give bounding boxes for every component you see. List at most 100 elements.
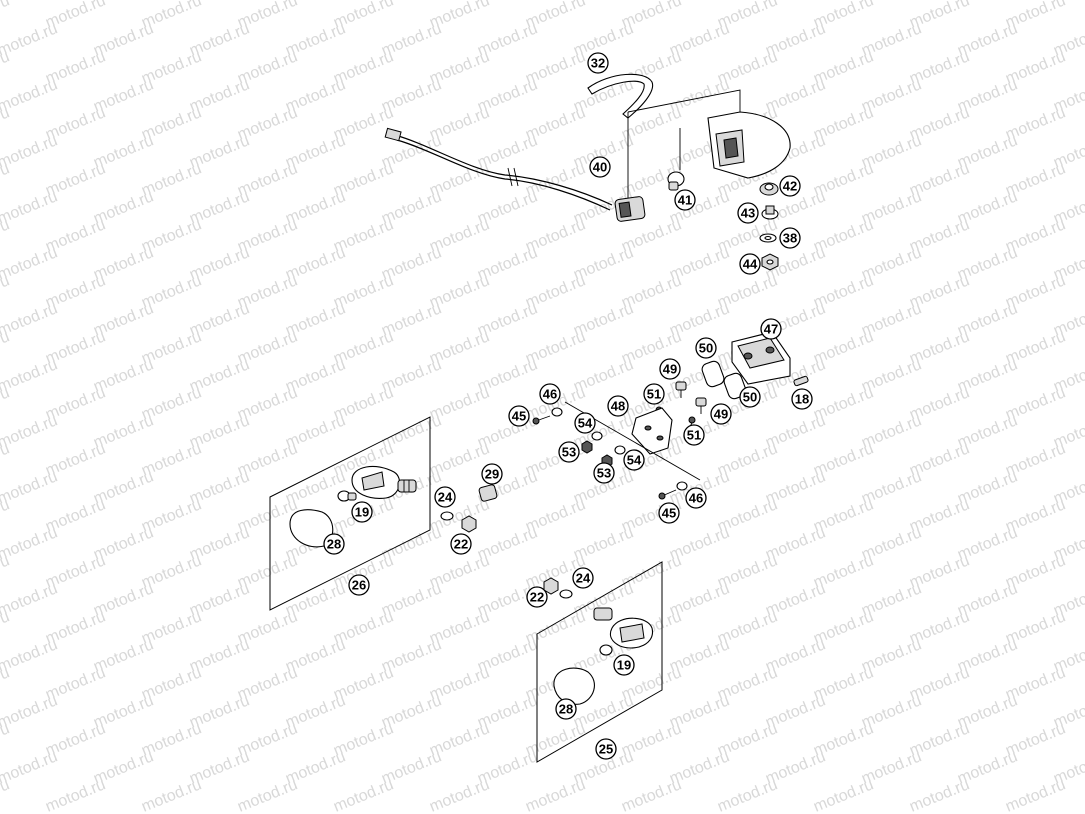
svg-text:49: 49 — [663, 362, 677, 377]
small-bulb-part — [793, 375, 809, 387]
left-flasher-kit-frame — [269, 416, 431, 611]
watermark-text: motod.ru — [427, 776, 492, 814]
callout-49: 49 — [659, 358, 681, 380]
callout-41: 41 — [674, 189, 696, 211]
watermark-text: motod.ru — [0, 468, 60, 507]
callout-40: 40 — [589, 156, 611, 178]
watermark-text: motod.ru — [235, 776, 300, 814]
svg-text:19: 19 — [355, 505, 369, 520]
svg-text:46: 46 — [689, 491, 703, 506]
callout-28: 28 — [323, 533, 345, 555]
callout-44: 44 — [739, 253, 761, 275]
bulb-socket-part — [614, 196, 646, 222]
callout-54: 54 — [574, 412, 596, 434]
watermark-text: motod.ru — [907, 776, 972, 814]
callout-54: 54 — [623, 449, 645, 471]
watermark-text: motod.ru — [1003, 776, 1068, 814]
watermark-text: motod.ru — [811, 776, 876, 814]
bolt-part — [532, 415, 677, 500]
watermark-text: motod.ru — [0, 356, 60, 395]
indicator-housing-part — [351, 465, 417, 499]
license-light-part — [731, 331, 791, 385]
svg-text:19: 19 — [617, 658, 631, 673]
svg-text:28: 28 — [327, 537, 341, 552]
callout-45: 45 — [508, 405, 530, 427]
svg-text:22: 22 — [530, 590, 544, 605]
tail-light-housing-part — [707, 111, 791, 179]
watermark-text: motod.ru — [43, 776, 108, 814]
svg-text:43: 43 — [741, 206, 755, 221]
watermark-text: motod.ru — [715, 776, 780, 814]
leader-line — [627, 89, 741, 113]
svg-text:48: 48 — [611, 399, 625, 414]
callout-18: 18 — [791, 388, 813, 410]
adapter-part — [478, 484, 498, 502]
svg-text:54: 54 — [578, 416, 593, 431]
callout-22: 22 — [526, 586, 548, 608]
svg-text:50: 50 — [699, 341, 713, 356]
callout-50: 50 — [739, 386, 761, 408]
callout-38: 38 — [779, 227, 801, 249]
callout-19: 19 — [351, 501, 373, 523]
sealing-strip-part — [587, 73, 654, 119]
washer-part — [440, 511, 454, 521]
right-flasher-kit-frame — [536, 561, 663, 763]
svg-text:51: 51 — [687, 428, 701, 443]
svg-text:44: 44 — [743, 257, 758, 272]
svg-text:41: 41 — [678, 193, 692, 208]
watermark-text: motod.ru — [619, 776, 684, 814]
watermark-text: motod.ru — [0, 636, 60, 675]
svg-text:49: 49 — [714, 407, 728, 422]
svg-text:40: 40 — [593, 160, 607, 175]
svg-text:29: 29 — [485, 467, 499, 482]
svg-text:45: 45 — [512, 409, 526, 424]
callout-49: 49 — [710, 403, 732, 425]
rubber-spacer-part — [701, 360, 747, 400]
indicator-bulb-part — [599, 644, 613, 656]
spacer-part — [761, 205, 779, 220]
svg-text:18: 18 — [795, 392, 809, 407]
callout-45: 45 — [658, 502, 680, 524]
watermark-text: motod.ru — [0, 188, 60, 227]
callout-47: 47 — [760, 318, 782, 340]
callout-51: 51 — [643, 383, 665, 405]
indicator-lens-part — [553, 667, 595, 705]
screw-part — [675, 381, 707, 414]
washer-part — [759, 233, 777, 243]
callout-25: 25 — [595, 738, 617, 760]
svg-text:45: 45 — [662, 506, 676, 521]
watermark-text: motod.ru — [0, 412, 60, 451]
callout-46: 46 — [685, 487, 707, 509]
callout-24: 24 — [434, 486, 456, 508]
indicator-lens-part — [289, 509, 334, 548]
callout-53: 53 — [558, 441, 580, 463]
bulb-part — [667, 171, 685, 191]
watermark-text: motod.ru — [523, 776, 588, 814]
watermark-text: motod.ru — [0, 20, 60, 59]
washer-part — [551, 407, 688, 491]
watermark-text: motod.ru — [0, 692, 60, 731]
nut-part — [461, 515, 477, 533]
svg-text:32: 32 — [591, 56, 605, 71]
watermark-text: motod.ru — [0, 244, 60, 283]
callout-24: 24 — [572, 567, 594, 589]
svg-text:51: 51 — [647, 387, 661, 402]
watermark-text: motod.ru — [331, 776, 396, 814]
cable-harness-part — [384, 127, 613, 211]
watermark-text: motod.ru — [139, 776, 204, 814]
watermark-text: motod.ru — [0, 580, 60, 619]
watermark-text: motod.ru — [0, 0, 12, 32]
callout-51: 51 — [683, 424, 705, 446]
svg-text:47: 47 — [764, 322, 778, 337]
svg-text:28: 28 — [559, 702, 573, 717]
callout-29: 29 — [481, 463, 503, 485]
callout-50: 50 — [695, 337, 717, 359]
svg-text:53: 53 — [597, 466, 611, 481]
washer-part — [559, 589, 573, 599]
watermark-text: motod.ru — [0, 300, 60, 339]
svg-text:24: 24 — [576, 571, 591, 586]
svg-text:26: 26 — [352, 578, 366, 593]
watermark-text: motod.ru — [0, 76, 60, 115]
callout-28: 28 — [555, 698, 577, 720]
grommet-part — [759, 182, 779, 196]
